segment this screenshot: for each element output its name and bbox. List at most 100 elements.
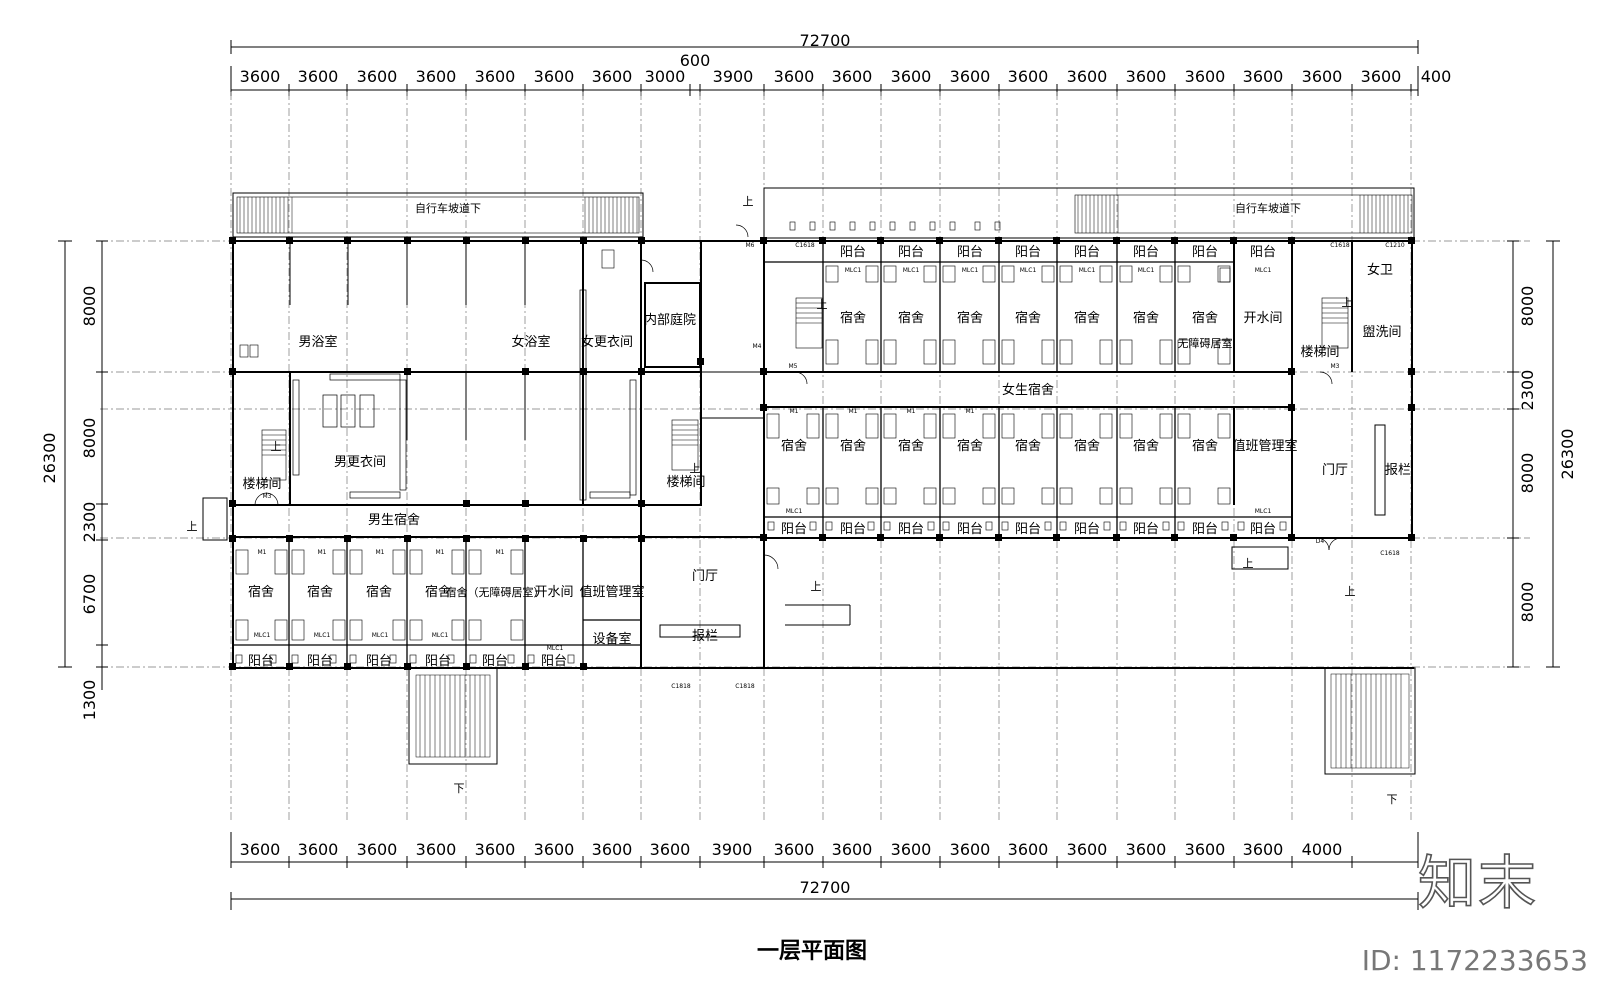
bottom-dim: 3600 — [891, 840, 932, 859]
room-label-balcony: 阳台 — [1192, 245, 1218, 260]
room-label-dorm: 宿舍 — [1192, 310, 1218, 326]
right-dim: 8000 — [1518, 582, 1537, 623]
bottom-dim: 3600 — [1185, 840, 1226, 859]
top-dim: 3600 — [534, 67, 575, 86]
left-dorm-partitions — [233, 537, 641, 668]
lobby-fixtures — [202, 371, 1386, 638]
window-tag: C1618 — [795, 242, 815, 249]
dorm-bathroom-fixtures — [235, 249, 1231, 641]
room-label-balcony: 阳台 — [957, 245, 983, 260]
room-label-male-locker: 男更衣间 — [334, 454, 386, 470]
shower-stalls — [289, 241, 526, 440]
room-label-female-wc: 女卫 — [1367, 262, 1393, 278]
up-mark: 上 — [690, 462, 701, 475]
right-overall-dim: 26300 — [1558, 429, 1577, 480]
room-label-balcony: 阳台 — [898, 522, 924, 537]
bike-ramp-right-label: 自行车坡道下 — [1235, 201, 1301, 215]
room-label-balcony: 阳台 — [1133, 522, 1159, 537]
right-dim: 8000 — [1518, 453, 1537, 494]
room-label-dorm: 宿舍 — [248, 584, 274, 600]
room-label-balcony: 阳台 — [898, 245, 924, 260]
room-label-dorm: 宿舍 — [1074, 310, 1100, 326]
bike-ramp-left-hatch-a — [239, 197, 293, 233]
unit-tag: MLC1 — [547, 645, 564, 652]
door-tag: M3 — [263, 493, 272, 500]
room-label-dorm: 宿舍 — [898, 310, 924, 326]
up-mark: 上 — [187, 520, 198, 533]
room-labels: 男浴室 女浴室 女更衣间 内部庭院 男更衣间 楼梯间 楼梯间 男生宿舍 宿舍 宿… — [187, 195, 1412, 806]
bottom-dim: 3600 — [1126, 840, 1167, 859]
room-label-notice-board-left: 报栏 — [692, 629, 718, 644]
room-label-courtyard: 内部庭院 — [644, 312, 696, 328]
up-mark: 上 — [811, 580, 822, 593]
top-dim: 3600 — [1008, 67, 1049, 86]
right-dim: 2300 — [1518, 370, 1537, 411]
door-window-tags: M3 M1 M1 M1 M1 M1 MLC1 MLC1 MLC1 MLC1 ML… — [254, 242, 1405, 690]
right-dorm-partitions — [764, 241, 1292, 538]
building-walls — [232, 240, 1414, 669]
bike-ramp-right-hatch — [1077, 195, 1409, 233]
room-label-female-bath: 女浴室 — [511, 334, 550, 350]
room-label-stairs: 楼梯间 — [1300, 345, 1339, 360]
unit-tag: MLC1 — [786, 508, 803, 515]
left-dim: 8000 — [80, 286, 99, 327]
stairs — [261, 297, 1349, 481]
window-tag: C1818 — [735, 683, 755, 690]
door-tag: M5 — [789, 363, 798, 370]
top-dim: 3600 — [1067, 67, 1108, 86]
room-label-balcony: 阳台 — [482, 654, 508, 669]
top-dim: 3600 — [240, 67, 281, 86]
down-mark: 下 — [1387, 793, 1398, 806]
room-label-dorm: 宿舍 — [1133, 438, 1159, 454]
top-dim: 3000 — [645, 67, 686, 86]
top-dim: 3600 — [357, 67, 398, 86]
unit-tag: MLC1 — [1255, 508, 1272, 515]
bottom-dim: 3600 — [475, 840, 516, 859]
exterior-stair-right — [1324, 667, 1416, 775]
room-label-balcony: 阳台 — [1133, 245, 1159, 260]
window-tag: C1618 — [1330, 242, 1350, 249]
door-tag: M6 — [746, 242, 755, 249]
room-label-balcony: 阳台 — [1015, 522, 1041, 537]
top-dim: 3600 — [774, 67, 815, 86]
top-dim: 3600 — [1185, 67, 1226, 86]
room-label-dorm: 宿舍 — [425, 584, 451, 600]
door-tag: M1 — [436, 549, 445, 556]
unit-tag: MLC1 — [1138, 267, 1155, 274]
room-label-dorm: 宿舍 — [840, 310, 866, 326]
left-dim: 1300 — [80, 680, 99, 721]
up-mark: 上 — [1243, 557, 1254, 570]
bottom-dim: 3600 — [650, 840, 691, 859]
room-label-stairs: 楼梯间 — [666, 475, 705, 490]
top-dim: 3600 — [1361, 67, 1402, 86]
room-label-balcony: 阳台 — [957, 522, 983, 537]
top-overall-dim: 72700 — [800, 31, 851, 50]
room-label-female-dorm: 女生宿舍 — [1002, 382, 1054, 398]
unit-tag: MLC1 — [314, 632, 331, 639]
bike-ramp-left — [232, 192, 644, 238]
room-label-balcony: 阳台 — [1250, 522, 1276, 537]
unit-tag: MLC1 — [372, 632, 389, 639]
unit-tag: MLC1 — [1255, 267, 1272, 274]
unit-tag: MLC1 — [1079, 267, 1096, 274]
door-tag: M1 — [849, 408, 858, 415]
top-dim: 3600 — [1126, 67, 1167, 86]
door-tag: M1 — [376, 549, 385, 556]
drawing-title: 一层平面图 — [757, 939, 867, 964]
room-label-lobby-left: 门厅 — [692, 569, 718, 584]
top-dim: 3600 — [832, 67, 873, 86]
door-tag: M1 — [318, 549, 327, 556]
axis-grid — [100, 92, 1530, 820]
bottom-dim: 4000 — [1302, 840, 1343, 859]
right-dimension-chain — [1507, 240, 1560, 668]
door-swings — [254, 224, 1342, 570]
down-mark: 下 — [454, 782, 465, 795]
brand-watermark: 知末 — [1417, 848, 1538, 918]
room-label-balcony: 阳台 — [1074, 522, 1100, 537]
lockers — [292, 289, 637, 501]
bike-ramp-right — [763, 187, 1415, 239]
left-dimension-chain — [58, 240, 108, 690]
bike-ramp-left-hatch-b — [584, 197, 638, 233]
top-dim: 3600 — [475, 67, 516, 86]
